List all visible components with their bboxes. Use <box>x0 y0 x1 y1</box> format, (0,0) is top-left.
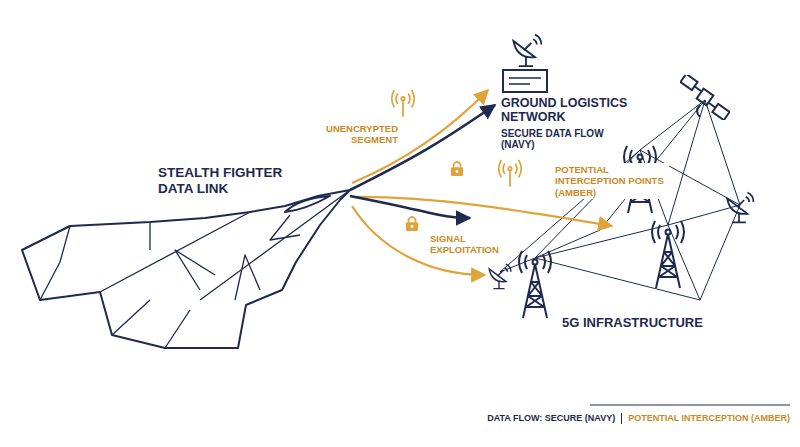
infrastructure-node: 5G INFRASTRUCTURE <box>470 200 780 335</box>
legend-text: POTENTIAL INTERCEPTION (AMBER) <box>628 413 790 423</box>
legend-swatch: DATA FLOW: SECURE (NAVY) <box>487 413 615 424</box>
network-icons <box>489 35 753 318</box>
aircraft-node: STEALTH FIGHTER DATA LINK <box>20 165 350 350</box>
data-link-connector <box>350 196 470 218</box>
data-link-connector <box>350 105 495 190</box>
node-title: GROUND LOGISTICS NETWORK <box>501 96 635 125</box>
stealth-fighter <box>22 190 350 348</box>
interception-label: POTENTIAL INTERCEPTION POINTS (AMBER) <box>553 163 669 199</box>
ground-network-node: GROUND LOGISTICS NETWORK SECURE DATA FLOW… <box>495 96 635 151</box>
legend-swatch: POTENTIAL INTERCEPTION (AMBER) <box>621 413 790 424</box>
node-title: 5G INFRASTRUCTURE <box>562 316 780 331</box>
segment-label: UNENCRYPTED SEGMENT <box>318 122 400 147</box>
legend-rule <box>590 405 790 406</box>
exploitation-label: SIGNAL EXPLOITATION <box>428 232 512 257</box>
node-title: STEALTH FIGHTER DATA LINK <box>158 165 288 196</box>
node-subtitle: SECURE DATA FLOW (NAVY) <box>501 128 635 151</box>
legend-text: DATA FLOW: SECURE (NAVY) <box>487 413 615 423</box>
legend: DATA FLOW: SECURE (NAVY) POTENTIAL INTERC… <box>487 413 790 424</box>
